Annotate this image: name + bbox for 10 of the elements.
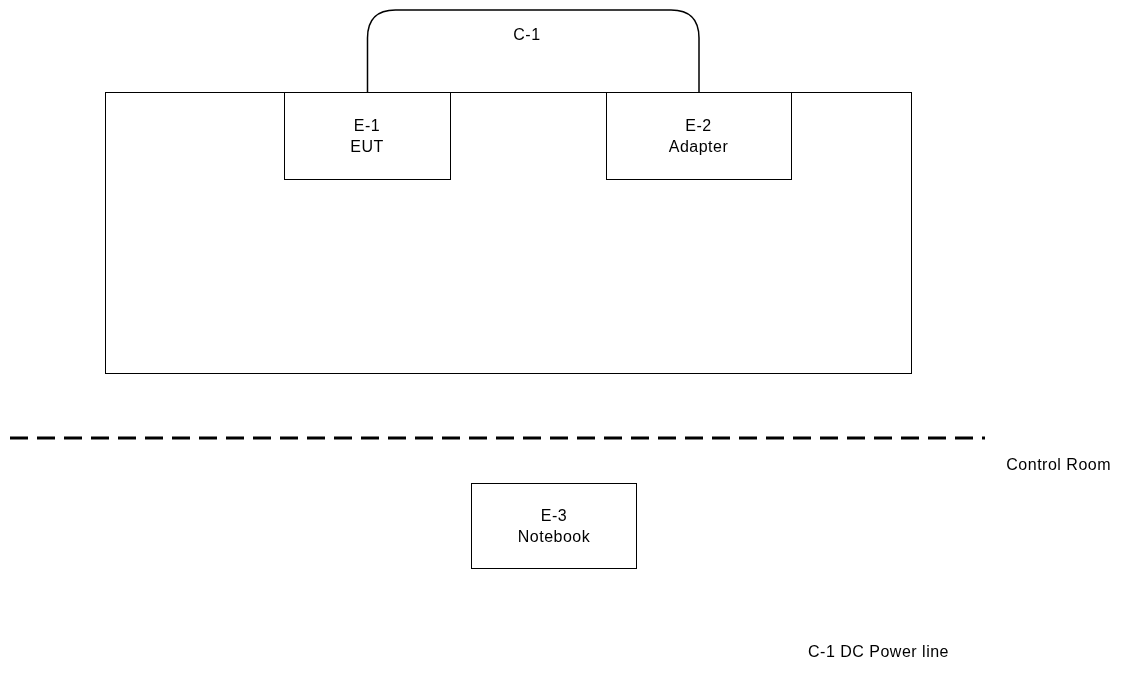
table-outline bbox=[105, 92, 912, 374]
equipment-box bbox=[283, 91, 451, 180]
cable-line bbox=[366, 9, 700, 93]
equipment-label: E-2 Adapter bbox=[668, 115, 729, 157]
equipment-label: E-3 Notebook bbox=[517, 506, 591, 547]
equipment-box bbox=[471, 483, 637, 569]
equipment-label: E-1 EUT bbox=[350, 115, 384, 157]
cable-legend-note: C-1 DC Power line bbox=[808, 643, 949, 661]
equipment-box bbox=[605, 91, 792, 180]
room-label: Control Room bbox=[1006, 456, 1111, 474]
